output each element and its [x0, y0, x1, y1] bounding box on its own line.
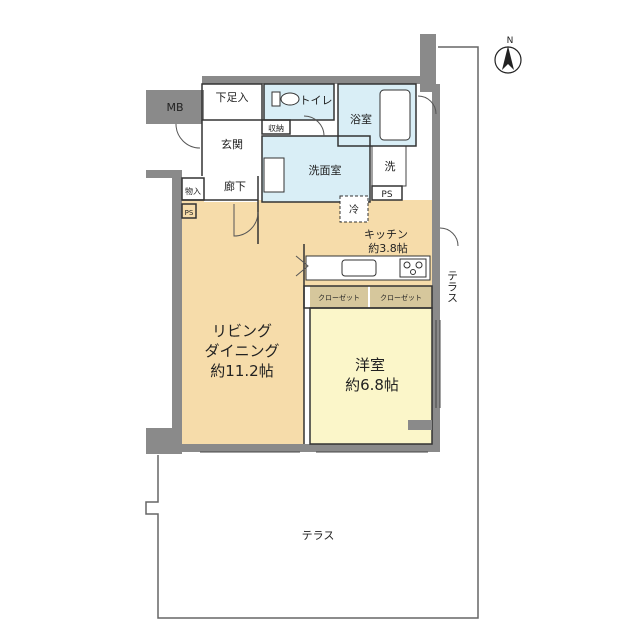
- label-kitchen: キッチン: [364, 228, 408, 241]
- label-terrace-bottom: テラス: [302, 529, 335, 542]
- label-living-2: ダイニング: [204, 342, 279, 360]
- label-kitchen-size: 約3.8帖: [368, 241, 408, 255]
- label-living-size: 約11.2帖: [210, 362, 273, 380]
- fridge-space: [339, 195, 369, 223]
- entrance-floor: [202, 120, 260, 176]
- windows: [200, 320, 441, 453]
- label-western-size: 約6.8帖: [345, 376, 399, 394]
- label-living-1: リビング: [212, 322, 272, 340]
- label-shoe-storage: 下足入: [216, 91, 249, 104]
- label-fridge: 冷: [349, 203, 359, 216]
- toilet-fixture-icon: [271, 91, 300, 107]
- washer-floor: [371, 145, 407, 187]
- label-hallway: 廊下: [224, 179, 246, 193]
- bathtub: [379, 89, 411, 141]
- label-washroom: 洗面室: [309, 163, 342, 177]
- label-ps-2: PS: [381, 190, 392, 200]
- closet-1-floor: [310, 286, 368, 308]
- label-entrance: 玄関: [221, 137, 243, 151]
- room-labels: MB 下足入 トイレ 玄関 収納 浴室 洗面室 洗 物入 廊下 PS PS 冷 …: [166, 91, 422, 542]
- label-storage: 収納: [268, 123, 284, 133]
- terrace-outline: [145, 46, 479, 619]
- door-swings: [175, 95, 459, 277]
- label-closet-1: クローゼット: [318, 293, 360, 302]
- wash-basin: [263, 157, 285, 193]
- kitchen-sink: [341, 259, 377, 277]
- label-terrace-side: テラス: [446, 270, 459, 303]
- partitions: [181, 83, 433, 445]
- north-arrow-icon: N: [494, 36, 522, 74]
- label-ps-1: PS: [185, 209, 194, 217]
- label-closet-2: クローゼット: [380, 293, 422, 302]
- vent-block: [408, 420, 432, 430]
- label-western: 洋室: [355, 356, 385, 374]
- closet-2-floor: [370, 286, 432, 308]
- hallway-floor: [204, 176, 258, 202]
- label-pantry: 物入: [185, 186, 201, 196]
- cooktop-icon: [399, 258, 427, 278]
- label-mb: MB: [166, 101, 183, 114]
- label-north: N: [507, 36, 514, 46]
- label-washer: 洗: [385, 160, 396, 173]
- label-toilet: トイレ: [300, 94, 333, 107]
- label-bath: 浴室: [350, 112, 372, 126]
